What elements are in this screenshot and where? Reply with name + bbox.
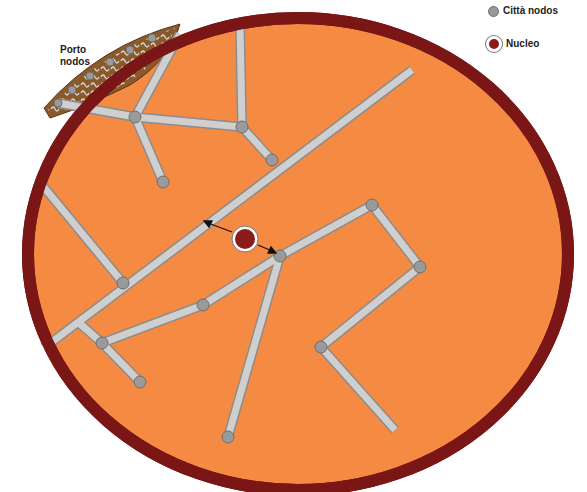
legend-text: Città nodos — [503, 5, 558, 17]
legend-swatch — [486, 36, 502, 52]
map-label: Porto nodos — [60, 44, 100, 67]
legend-swatch — [488, 6, 499, 17]
legend-text: Nucleo — [506, 38, 539, 50]
